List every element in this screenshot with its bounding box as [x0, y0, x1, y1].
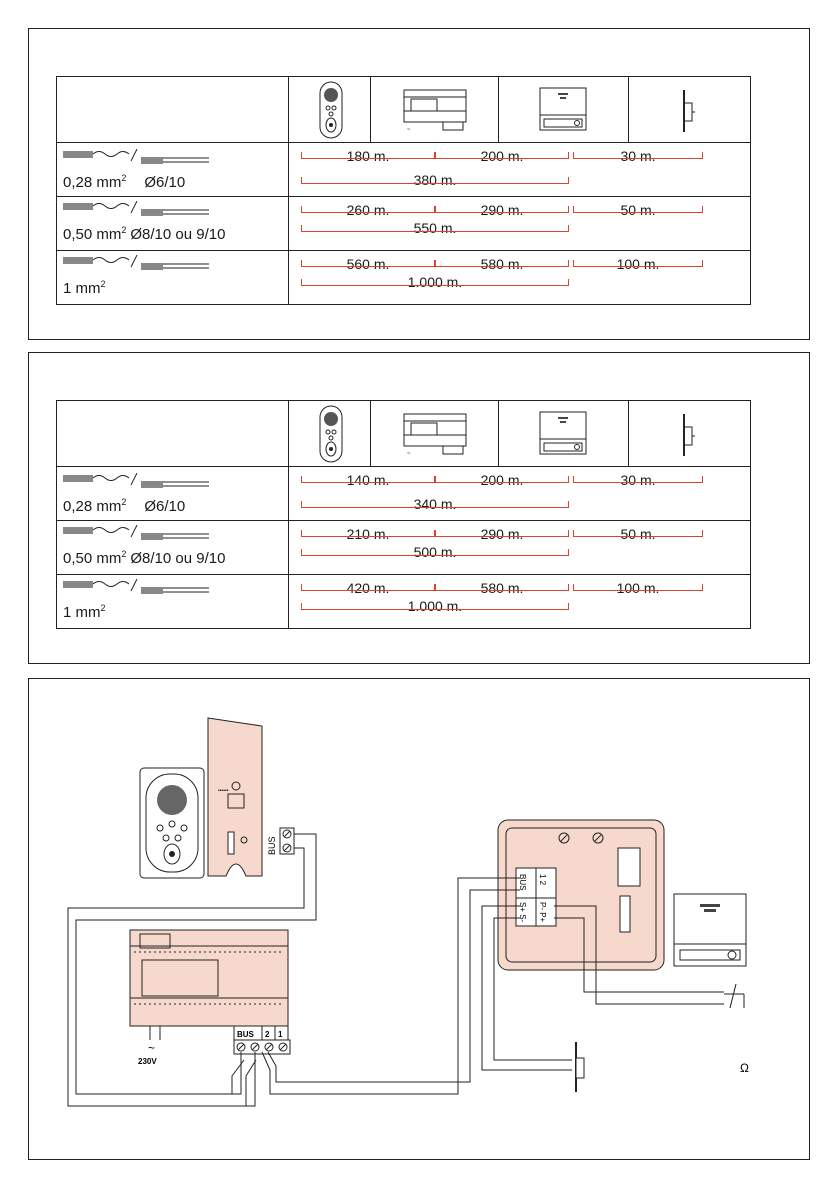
cable-diameter: Ø8/10 ou 9/10	[130, 550, 226, 567]
power-supply-icon: ~	[403, 413, 467, 457]
distance-psu: 580 m.	[480, 580, 524, 596]
cable-section: 0,28 mm	[63, 174, 122, 191]
door-lock-icon	[575, 1042, 585, 1092]
handset-bus-label: BUS	[267, 836, 277, 855]
distance-lock: 30 m.	[620, 472, 656, 488]
distance-psu: 290 m.	[480, 202, 524, 218]
distance-lock: 30 m.	[620, 148, 656, 164]
panel-terminal-s: S+ S-	[518, 902, 527, 923]
door-lock-icon	[683, 414, 695, 456]
cable-diameter: Ø6/10	[144, 498, 186, 515]
cable-section: 0,50 mm	[63, 550, 122, 567]
distance-cell-row-1: 180 m. 200 m. 30 m. 380 m.	[288, 142, 751, 197]
twisted-cable-icon	[63, 579, 209, 594]
panel-terminal-12: 1 2	[538, 874, 547, 886]
resistor-omega-label: Ω	[740, 1061, 749, 1075]
distance-lock: 50 m.	[620, 526, 656, 542]
svg-text:~: ~	[407, 451, 411, 457]
psu-terminal-2: 2	[265, 1030, 270, 1039]
twisted-cable-icon	[63, 525, 209, 540]
cable-cell-row-3: 1 mm2	[56, 574, 289, 629]
handset-backplate-icon: ••••••	[207, 717, 263, 877]
entrance-panel-front-icon	[673, 893, 747, 967]
distance-handset: 560 m.	[346, 256, 390, 272]
header-empty-cell	[56, 400, 289, 467]
handset-bus-terminal	[279, 827, 295, 855]
distance-handset: 210 m.	[346, 526, 390, 542]
distance-handset: 420 m.	[346, 580, 390, 596]
handset-icon	[319, 81, 343, 139]
handset-icon	[319, 405, 343, 463]
cable-diameter: Ø6/10	[144, 174, 186, 191]
distance-lock: 100 m.	[616, 256, 660, 272]
handset-icon-cell	[288, 400, 371, 467]
distance-handset: 260 m.	[346, 202, 390, 218]
psu-terminal-1: 1	[278, 1030, 283, 1039]
entrance-panel-icon	[539, 87, 587, 131]
distance-cell-row-3: 560 m. 580 m. 100 m. 1.000 m.	[288, 250, 751, 305]
mains-voltage-label: 230V	[138, 1057, 157, 1066]
entrance-panel-icon-cell	[498, 400, 629, 467]
cable-section: 1 mm	[63, 604, 101, 621]
distance-cell-row-3: 420 m. 580 m. 100 m. 1.000 m.	[288, 574, 751, 629]
twisted-cable-icon	[63, 201, 209, 216]
distance-lock: 50 m.	[620, 202, 656, 218]
entrance-panel-icon	[539, 411, 587, 455]
distance-handset: 140 m.	[346, 472, 390, 488]
power-supply-icon-cell: ~	[370, 76, 499, 143]
panel-terminal-bus: BUS	[518, 874, 527, 890]
svg-text:~: ~	[148, 1041, 155, 1055]
cable-section: 0,50 mm	[63, 226, 122, 243]
door-lock-icon-cell	[628, 76, 751, 143]
power-supply-unit: ~	[129, 929, 291, 1055]
distance-psu: 580 m.	[480, 256, 524, 272]
entrance-panel-module	[497, 819, 665, 971]
svg-text:~: ~	[407, 127, 411, 133]
cable-diameter: Ø8/10 ou 9/10	[130, 226, 226, 243]
psu-terminal-bus: BUS	[237, 1030, 255, 1039]
handset-front-icon	[139, 767, 205, 879]
power-supply-icon-cell: ~	[370, 400, 499, 467]
handset-icon-cell	[288, 76, 371, 143]
cable-section: 1 mm	[63, 280, 101, 297]
twisted-cable-icon	[63, 149, 209, 164]
wiring	[67, 833, 724, 1107]
push-button-icon	[724, 983, 745, 1009]
distance-cell-row-1: 140 m. 200 m. 30 m. 340 m.	[288, 466, 751, 521]
twisted-cable-icon	[63, 255, 209, 270]
cable-section: 0,28 mm	[63, 498, 122, 515]
svg-text:••••••: ••••••	[218, 788, 229, 794]
power-supply-icon: ~	[403, 89, 467, 133]
door-lock-icon	[683, 90, 695, 132]
twisted-cable-icon	[63, 473, 209, 488]
panel-terminal-p: P- P+	[538, 902, 547, 923]
distance-handset: 180 m.	[346, 148, 390, 164]
entrance-panel-icon-cell	[498, 76, 629, 143]
distance-lock: 100 m.	[616, 580, 660, 596]
distance-cell-row-2: 210 m. 290 m. 50 m. 500 m.	[288, 520, 751, 575]
distance-psu: 200 m.	[480, 148, 524, 164]
distance-psu: 200 m.	[480, 472, 524, 488]
distance-psu: 290 m.	[480, 526, 524, 542]
